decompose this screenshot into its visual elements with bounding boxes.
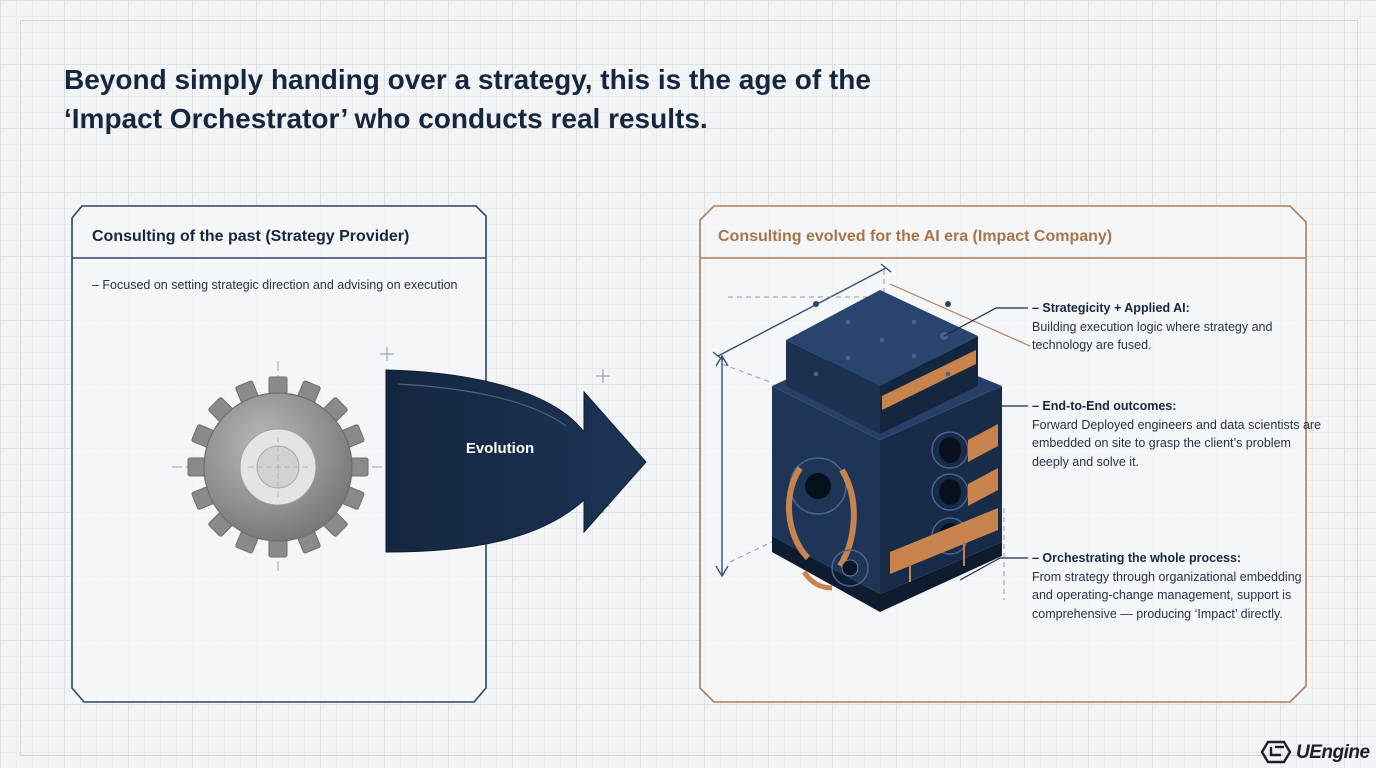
feature-title: – Orchestrating the whole process: [1032, 551, 1242, 565]
feature-orchestrating: – Orchestrating the whole process: From … [1032, 549, 1322, 623]
left-panel-description: – Focused on setting strategic direction… [92, 278, 458, 292]
feature-body: From strategy through organizational emb… [1032, 569, 1302, 621]
page-headline: Beyond simply handing over a strategy, t… [64, 60, 964, 138]
uengine-logo-icon [1260, 740, 1292, 764]
feature-body: Forward Deployed engineers and data scie… [1032, 417, 1322, 469]
feature-end-to-end: – End-to-End outcomes: Forward Deployed … [1032, 397, 1322, 471]
headline-line-2: ‘Impact Orchestrator’ who conducts real … [64, 103, 708, 134]
arrow-right-icon [385, 369, 647, 553]
isometric-engine-block-icon [712, 263, 1031, 612]
feature-body: Building execution logic where strategy … [1032, 319, 1273, 353]
right-panel-title: Consulting evolved for the AI era (Impac… [718, 228, 1113, 245]
evolution-label: Evolution [465, 440, 535, 457]
brand-logo-text: UEngine [1296, 742, 1370, 763]
left-panel-title: Consulting of the past (Strategy Provide… [92, 228, 410, 245]
feature-strategicity: – Strategicity + Applied AI: Building ex… [1032, 299, 1322, 355]
feature-title: – End-to-End outcomes: [1032, 399, 1177, 413]
headline-line-1: Beyond simply handing over a strategy, t… [64, 64, 871, 95]
brand-logo: UEngine [1262, 740, 1370, 766]
gear-icon [172, 361, 384, 573]
feature-title: – Strategicity + Applied AI: [1032, 301, 1190, 315]
